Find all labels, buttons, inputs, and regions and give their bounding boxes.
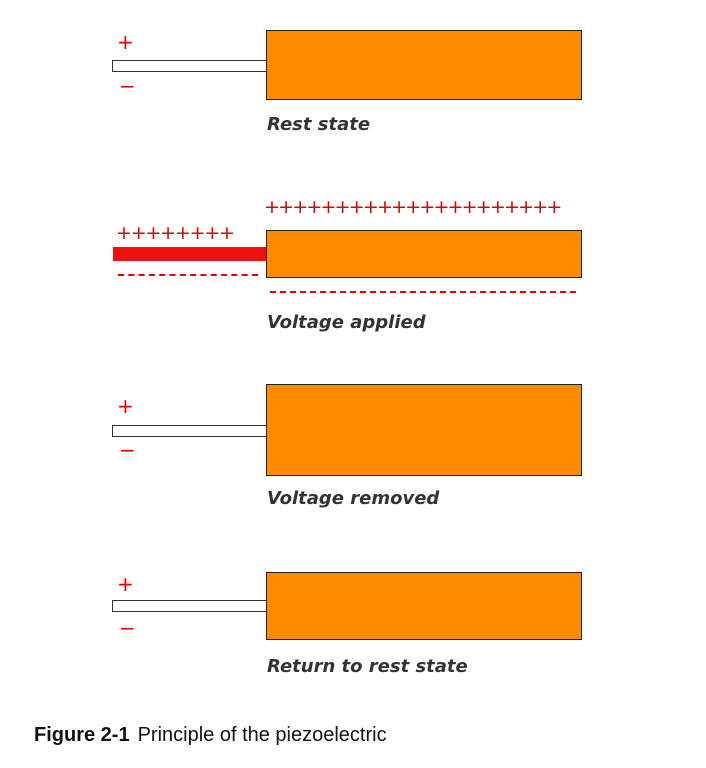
figure-caption-text: Principle of the piezoelectric [137,724,387,746]
state-label-rest: Rest state [267,114,371,135]
crystal-negative-charges [270,291,576,293]
state-label-voltage-applied: Voltage applied [267,312,426,333]
figure-number: Figure 2-1 [34,724,130,746]
electrode-wire [112,425,268,437]
minus-sign: − [119,616,136,640]
piezo-crystal [266,572,582,640]
state-label-return-to-rest: Return to rest state [267,656,468,677]
minus-sign: − [119,438,136,462]
electrode-negative-charges [118,274,258,276]
plus-sign: + [117,394,134,418]
electrode-wire [112,600,268,612]
electrode-positive-charges: ++++++++ [116,222,235,244]
energized-electrode-wire [113,247,268,261]
minus-sign: − [119,74,136,98]
figure-caption: Figure 2-1 Principle of the piezoelectric [34,724,387,747]
piezo-crystal-expanded [266,230,582,278]
crystal-positive-charges: +++++++++++++++++++++ [264,196,562,218]
piezo-crystal-contracting [266,384,582,476]
plus-sign: + [117,572,134,596]
state-label-voltage-removed: Voltage removed [267,488,440,509]
plus-sign: + [117,30,134,54]
piezo-crystal [266,30,582,100]
electrode-wire [112,60,268,72]
